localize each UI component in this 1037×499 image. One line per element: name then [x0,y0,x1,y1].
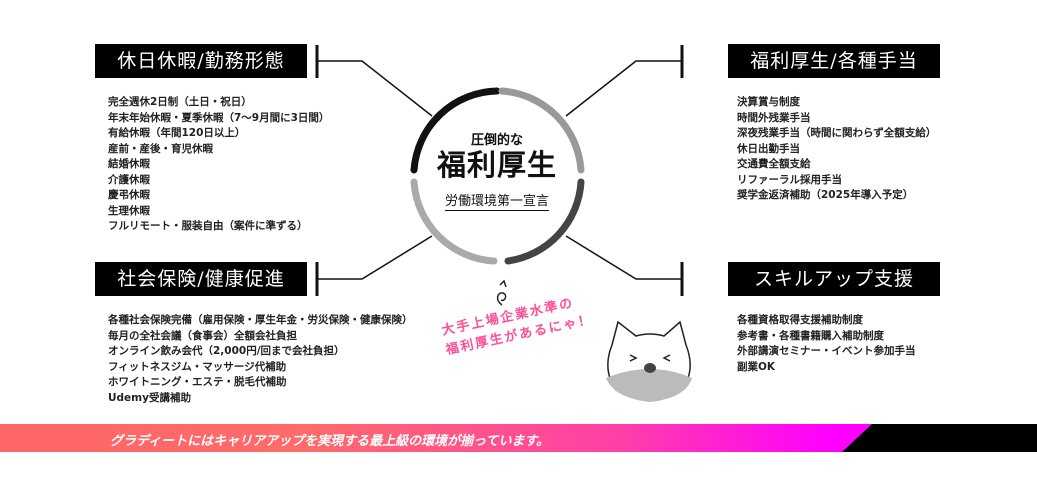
list-item: 年末年始休暇・夏季休暇（7〜9月間に3日間） [108,111,330,124]
cat-mascot-icon [606,320,692,402]
list-item: 休日出勤手当 [737,142,800,155]
bottom-banner: グラディートにはキャリアアップを実現する最上級の環境が揃っています。 [0,424,1037,452]
list-item: フルリモート・服装自由（案件に準ずる） [108,220,308,232]
arrow-doodle-icon [496,279,507,306]
list-item: 毎月の全社会議（食事会）全額会社負担 [108,329,297,342]
welfare-list: 決算賞与制度 時間外残業手当 深夜残業手当（時間に関わらず全額支給） 休日出勤手… [737,95,936,204]
center-title: 福利厚生 [436,148,557,182]
center-subtitle: 圧倒的な [470,133,523,148]
center-declaration: 労働環境第一宣言 [444,190,549,211]
list-item: 奨学金返済補助（2025年導入予定） [737,189,914,201]
holiday-header: 休日休暇/勤務形態 [95,44,307,78]
list-item: 慶弔休暇 [108,189,150,201]
list-item: 外部講演セミナー・イベント参加手当 [737,345,916,357]
list-item: 各種資格取得支援補助制度 [737,314,863,326]
banner-black-accent [842,424,1037,452]
list-item: 生理休暇 [108,204,150,217]
list-item: 介護休暇 [108,173,150,186]
center-circle: 圧倒的な 福利厚生 労働環境第一宣言 [412,91,582,211]
list-item: 結婚休暇 [108,158,150,170]
insurance-list: 各種社会保険完備（雇用保険・厚生年金・労災保険・健康保険） 毎月の全社会議（食事… [108,313,413,406]
list-item: オンライン飲み会代（2,000円/回まで会社負担） [108,345,345,357]
list-item: 深夜残業手当（時間に関わらず全額支給） [737,127,937,139]
skill-list: 各種資格取得支援補助制度 参考書・各種書籍購入補助制度 外部講演セミナー・イベン… [737,313,916,375]
list-item: 決算賞与制度 [737,96,800,108]
list-item: フィットネスジム・マッサージ代補助 [108,360,287,373]
holiday-list: 完全週休2日制（土日・祝日） 年末年始休暇・夏季休暇（7〜9月間に3日間） 有給… [108,95,329,235]
list-item: 完全週休2日制（土日・祝日） [108,96,252,108]
skill-header: スキルアップ支援 [728,262,940,296]
welfare-header: 福利厚生/各種手当 [728,44,940,78]
insurance-header: 社会保険/健康促進 [95,262,307,296]
list-item: 時間外残業手当 [737,111,811,124]
list-item: リファーラル採用手当 [737,173,842,186]
list-item: 交通費全額支給 [737,158,811,170]
list-item: 各種社会保険完備（雇用保険・厚生年金・労災保険・健康保険） [108,314,413,326]
list-item: 副業OK [737,360,776,373]
list-item: 有給休暇（年間120日以上） [108,127,246,139]
list-item: ホワイトニング・エステ・脱毛代補助 [108,376,287,388]
list-item: 参考書・各種書籍購入補助制度 [737,329,884,342]
banner-text: グラディートにはキャリアアップを実現する最上級の環境が揃っています。 [110,434,550,449]
list-item: Udemy受講補助 [108,391,191,404]
list-item: 産前・産後・育児休暇 [108,142,213,155]
